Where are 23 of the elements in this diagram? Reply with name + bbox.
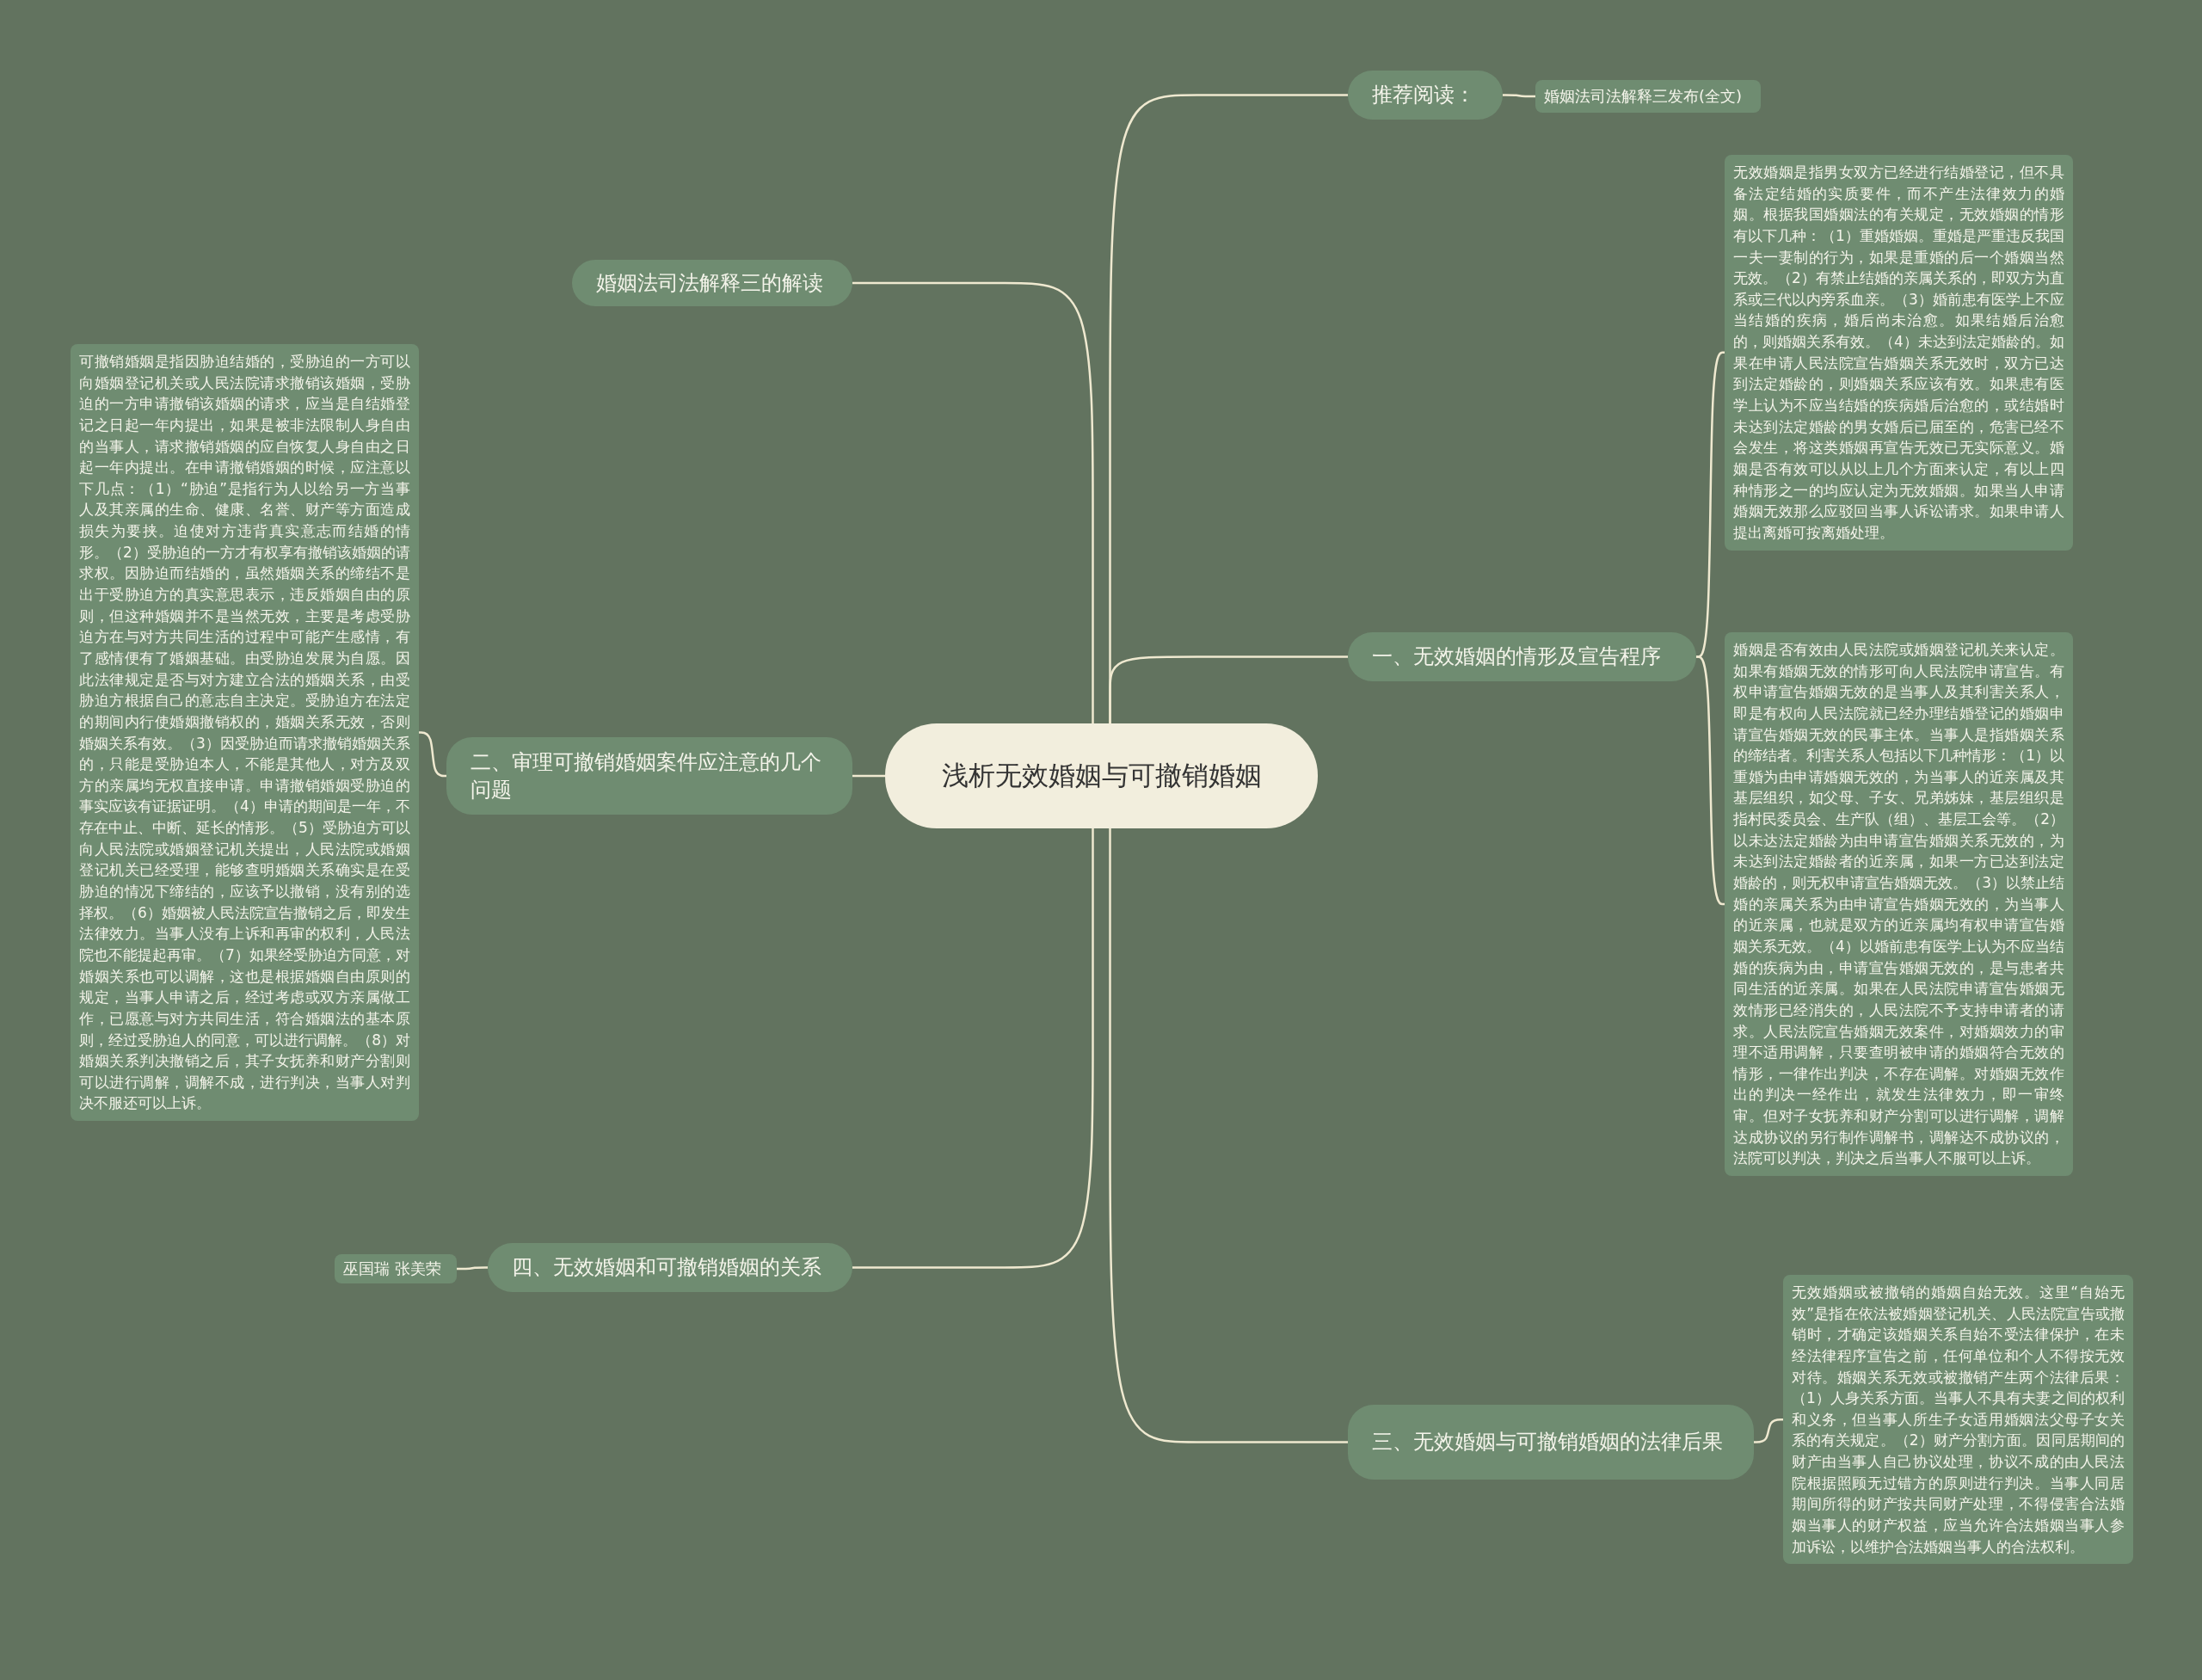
connector-line (1754, 1418, 1783, 1443)
connector-line (1696, 655, 1725, 906)
note-card: 可撤销婚姻是指因胁迫结婚的，受胁迫的一方可以向婚姻登记机关或人民法院请求撤销该婚姻，受胁迫的一方申请撤销该婚姻的请求，应当是自结婚登记之日起一年内提出，如果是被非法限制人身自由的当事人，请求撤销婚姻的应自恢复人身自由之日起一年内提出。在申请撤销婚姻的时候，应注意以下几点：（1）“胁迫”是指行为人以给另一方当事人及其亲属的生命、健康、名誉、财产等方面造成损失为要挟。迫使对方违背真实意志而结婚的情形。（2）受胁迫的一方才有权享有撤销该婚姻的请求权。因胁迫而结婚的，虽然婚姻关系的缔结不是出于受胁迫方的真实意思表示，违反婚姻自由的原则，但这种婚姻并不是当然无效，主要是考虑受胁迫方在与对方共同生活的过程中可能产生感情，有了感情便有了婚姻基础。由受胁迫发展为自愿。因此法律规定是否与对方建立合法的婚姻关系，由受胁迫方根据自己的意志自主决定。受胁迫方在法定的期间内行使婚姻撤销权的，婚姻关系无效，否则婚姻关系有效。（3）因受胁迫而请求撤销婚姻关系的，只能是受胁迫本人，不能是其他人，对方及双方的亲属均无权直接申请。申请撤销婚姻受胁迫的事实应该有证据证明。（4）申请的期间是一年，不存在中止、中断、延长的情形。（5）受胁迫方可以向人民法院或婚姻登记机关提出，人民法院或婚姻登记机关已经受理，能够查明婚姻关系确实是在受胁迫的情况下缔结的，应该予以撤销，没有别的选择权。（6）婚姻被人民法院宣告撤销之后，即发生法律效力。当事人没有上诉和再审的权利，人民法院也不能提起再审。（7）如果经受胁迫方同意，对婚姻关系也可以调解，这也是根据婚姻自由原则的规定，当事人申请之后，经过考虑或双方亲属做工作，已愿意与对方共同生活，符合婚姻法的基本原则，经过受胁迫人的同意，可以进行调解。（8）对婚姻关系判决撤销之后，其子女抚养和财产分割则可以进行调解，调解不成，进行判决，当事人对判决不服还可以上诉。 (71, 344, 419, 1122)
central-topic: 浅析无效婚姻与可撤销婚姻 (885, 723, 1318, 828)
note-card: 无效婚姻是指男女双方已经进行结婚登记，但不具备法定结婚的实质要件，而不产生法律效力的婚姻。根据我国婚姻法的有关规定，无效婚姻的情形有以下几种：（1）重婚婚姻。重婚是严重违反我国一夫一妻制的行为，如果是重婚的后一个婚姻当然无效。（2）有禁止结婚的亲属关系的，即双方为直系或三代以内旁系血亲。（3）婚前患有医学上不应当结婚的疾病，婚后尚未治愈。如果结婚后治愈的，则婚姻关系有效。（4）未达到法定婚龄的。如果在申请人民法院宣告婚姻关系无效时，双方已达到法定婚龄的，则婚姻关系应该有效。如果患有医学上认为不应当结婚的疾病婚后治愈的，或结婚时未达到法定婚龄的男女婚后已届至的，危害已经不会发生，将这类婚姻再宣告无效已无实际意义。婚姻是否有效可以从以上几个方面来认定，有以上四种情形之一的均应认定为无效婚姻。如果当人申请婚姻无效那么应驳回当事人诉讼请求。如果申请人提出离婚可按离婚处理。 (1725, 155, 2073, 551)
sub-topic: 婚姻法司法解释三发布(全文) (1535, 80, 1761, 113)
branch-topic: 推荐阅读： (1348, 71, 1503, 120)
connector-line (457, 1266, 488, 1271)
branch-topic: 婚姻法司法解释三的解读 (572, 260, 852, 306)
connector-line (419, 731, 446, 778)
note-card: 婚姻是否有效由人民法院或婚姻登记机关来认定。如果有婚姻无效的情形可向人民法院申请宣告。有权申请宣告婚姻无效的是当事人及其利害关系人，即是有权向人民法院就已经办理结婚登记的婚姻申请宣告婚姻无效的民事主体。当事人是指婚姻关系的缔结者。利害关系人包括以下几种情形：（1）以重婚为由申请婚姻无效的，为当事人的近亲属及其基层组织，如父母、子女、兄弟姊妹，基层组织是指村民委员会、生产队（组）、基层工会等。（2）以未达法定婚龄为由申请宣告婚姻关系无效的，为未达到法定婚龄者的近亲属，如果一方已达到法定婚龄的，则无权申请宣告婚姻无效。（3）以禁止结婚的亲属关系为由申请宣告婚姻无效的，为当事人的近亲属，也就是双方的近亲属均有权申请宣告婚姻关系无效。（4）以婚前患有医学上认为不应当结婚的疾病为由，申请宣告婚姻无效的，是与患者共同生活的近亲属。如果在人民法院申请宣告婚姻无效情形已经消失的，人民法院不予支持申请者的请求。人民法院宣告婚姻无效案件，对婚姻效力的审理不适用调解，只要查明被申请的婚姻符合无效的情形，一律作出判决，不存在调解。对婚姻无效作出的判决一经作出，就发生法律效力，即一审终审。但对子女抚养和财产分割可以进行调解，调解达成协议的另行制作调解书，调解达不成协议的，法院可以判决，判决之后当事人不服可以上诉。 (1725, 632, 2073, 1176)
branch-topic: 四、无效婚姻和可撤销婚姻的关系 (488, 1243, 852, 1292)
branch-topic: 二、审理可撤销婚姻案件应注意的几个问题 (446, 737, 852, 815)
branch-topic: 一、无效婚姻的情形及宣告程序 (1348, 632, 1696, 681)
connector-line (1109, 828, 1348, 1443)
connector-line (852, 774, 885, 778)
connector-line (1109, 655, 1348, 723)
branch-topic: 三、无效婚姻与可撤销婚姻的法律后果 (1348, 1405, 1754, 1480)
connector-line (852, 281, 1094, 723)
connector-line (852, 828, 1094, 1269)
note-card: 无效婚姻或被撤销的婚姻自始无效。这里“自始无效”是指在依法被婚姻登记机关、人民法院宣告或撤销时，才确定该婚姻关系自始不受法律保护，在未经法律程序宣告之前，任何单位和个人不得按无效对待。婚姻关系无效或被撤销产生两个法律后果：（1）人身关系方面。当事人不具有夫妻之间的权利和义务，但当事人所生子女适用婚姻法父母子女关系的有关规定。（2）财产分割方面。因同居期间的财产由当事人自己协议处理，协议不成的由人民法院根据照顾无过错方的原则进行判决。当事人同居期间所得的财产按共同财产处理，不得侵害合法婚姻当事人的财产权益，应当允许合法婚姻当事人参加诉讼，以维护合法婚姻当事人的合法权利。 (1783, 1275, 2133, 1565)
connector-line (1503, 94, 1535, 98)
sub-topic: 巫国瑞 张美荣 (335, 1254, 457, 1283)
